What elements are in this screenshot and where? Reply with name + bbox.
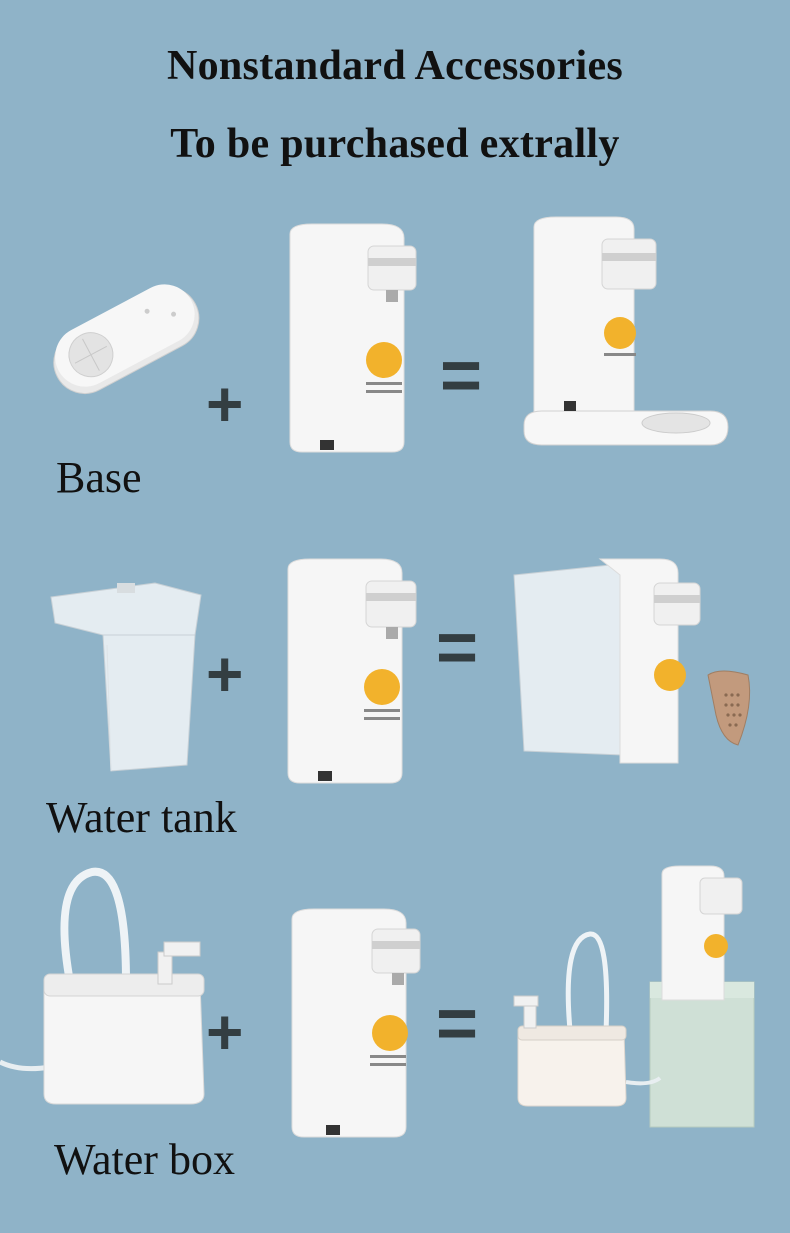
row-label-base: Base [56, 453, 142, 502]
plus-sign: + [206, 368, 244, 440]
dispenser-image [286, 905, 426, 1145]
row-label-water-tank: Water tank [46, 793, 237, 842]
dispenser-image [282, 220, 422, 460]
equals-sign: = [436, 608, 479, 688]
page-subtitle: To be purchased extrally [170, 121, 620, 167]
plus-sign: + [206, 996, 244, 1068]
dispenser-with-base-image [520, 215, 735, 475]
equals-sign: = [436, 984, 479, 1064]
plus-sign: + [206, 638, 244, 710]
water-tank-image [45, 575, 210, 775]
water-box-image [0, 862, 215, 1112]
base-tray-image [40, 280, 210, 400]
row-label-water-box: Water box [54, 1135, 235, 1184]
dispenser-with-water-box-image [510, 862, 770, 1132]
dispenser-image [282, 555, 422, 790]
page-title: Nonstandard Accessories [166, 43, 624, 89]
dispenser-with-tank-image [510, 555, 775, 770]
equals-sign: = [440, 336, 483, 416]
